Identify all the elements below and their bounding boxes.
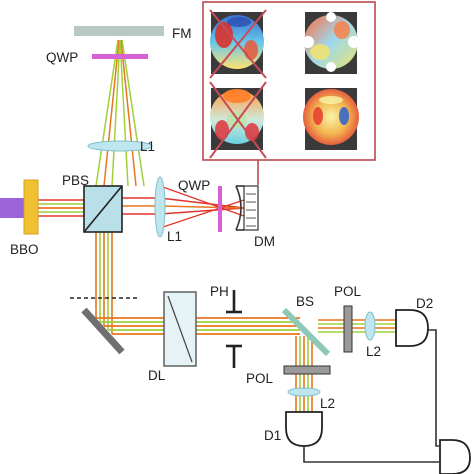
label-bs: BS: [296, 294, 314, 309]
label-l1-right: L1: [167, 229, 182, 244]
inset-panel-2: [302, 12, 360, 74]
beam-splitter: [281, 307, 331, 357]
deformable-mirror: [235, 185, 259, 231]
beam-bbo-to-pbs: [38, 199, 84, 217]
delay-line: [163, 291, 197, 367]
beam-pbs-to-dm: [122, 185, 245, 229]
lens-l2-bottom: [287, 387, 321, 397]
polarizer-bottom: [283, 365, 331, 375]
label-bbo: BBO: [10, 242, 39, 257]
wire-d1: [303, 446, 440, 463]
label-l1-top: L1: [140, 139, 155, 154]
inset-panel-4: [303, 88, 359, 150]
inset-panel-1: [209, 9, 267, 79]
lens-l1-right: [154, 176, 166, 238]
fold-mirror: [81, 307, 125, 355]
label-dl: DL: [148, 368, 166, 383]
inset-panel-3: [209, 81, 267, 159]
qwp-top-plate: [92, 54, 148, 59]
label-l2-right: L2: [366, 344, 381, 359]
label-fm: FM: [172, 26, 192, 41]
label-ph: PH: [210, 284, 229, 299]
label-d2: D2: [416, 296, 433, 311]
wavefront-inset: [202, 1, 376, 185]
bbo-crystal: [23, 179, 39, 235]
beam-bs-to-d2: [318, 319, 396, 333]
label-d1: D1: [264, 428, 281, 443]
flat-mirror: [74, 26, 164, 36]
cross-line-1b: [209, 9, 267, 79]
cross-line-3b: [209, 81, 267, 159]
detector-d2: [395, 309, 429, 347]
detector-d1: [285, 411, 323, 447]
qwp-right-plate: [218, 186, 222, 232]
label-l2-bottom: L2: [320, 396, 335, 411]
coincidence-and-gate: [439, 439, 471, 474]
label-dm: DM: [254, 234, 275, 249]
lens-l2-right: [364, 311, 376, 341]
label-pbs: PBS: [62, 173, 89, 188]
beam-mirror-to-bs: [96, 317, 300, 335]
beam-pbs-to-fm: [95, 39, 145, 187]
label-pol-right: POL: [334, 284, 362, 299]
label-qwp-top: QWP: [46, 50, 78, 65]
label-pol-bottom: POL: [246, 371, 274, 386]
polarizing-beam-splitter: [83, 185, 123, 233]
pinhole: [226, 290, 242, 368]
polarizer-right: [343, 305, 353, 353]
lens-l1-top: [87, 140, 153, 152]
beam-pbs-to-mirror: [95, 232, 113, 334]
pump-beam: [0, 198, 24, 218]
label-qwp-right: QWP: [178, 178, 210, 193]
wire-d2: [428, 329, 440, 447]
